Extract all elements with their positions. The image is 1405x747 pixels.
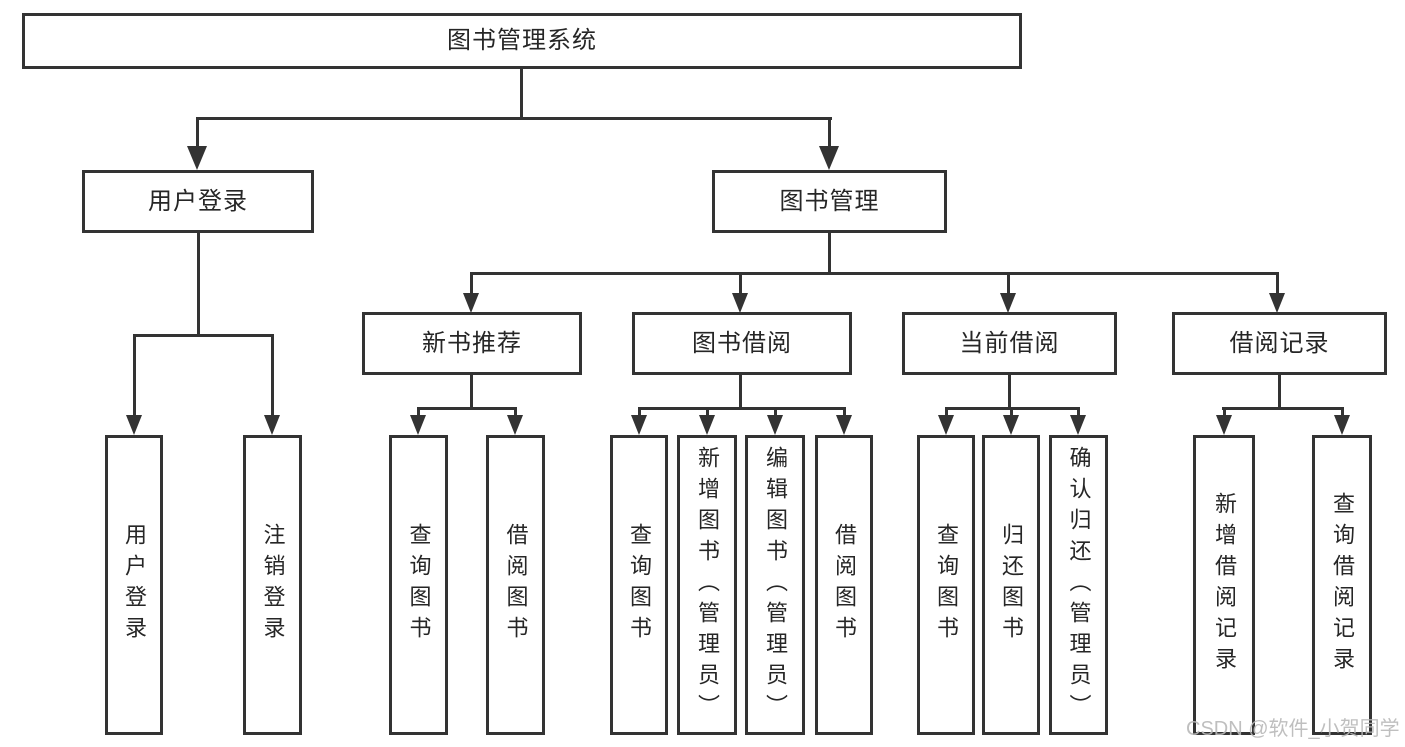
connector-line — [196, 117, 199, 151]
arrowhead-icon — [1070, 415, 1086, 435]
arrowhead-icon — [507, 415, 523, 435]
leaf-query-books-current: 查询图书 — [917, 435, 975, 735]
leaf-borrow-books: 借阅图书 — [815, 435, 873, 735]
arrowhead-icon — [463, 293, 479, 313]
arrowhead-icon — [938, 415, 954, 435]
connector-line — [133, 334, 136, 418]
leaf-return-book: 归还图书 — [982, 435, 1040, 735]
node-borrow-records: 借阅记录 — [1172, 312, 1387, 375]
connector-line — [1007, 272, 1010, 295]
connector-line — [774, 407, 777, 418]
connector-line — [638, 407, 641, 418]
leaf-query-books-newbook: 查询图书 — [389, 435, 448, 735]
connector-line — [197, 233, 200, 336]
arrowhead-icon — [187, 146, 207, 170]
arrowhead-icon — [1216, 415, 1232, 435]
connector-line — [739, 272, 742, 295]
leaf-add-book-admin: 新增图书（管理员） — [677, 435, 737, 735]
csdn-watermark: CSDN @软件_小贺同学 — [1186, 718, 1400, 740]
node-user-login: 用户登录 — [82, 170, 314, 233]
connector-line — [1278, 375, 1281, 409]
leaf-logout: 注销登录 — [243, 435, 302, 735]
node-new-book-recommend: 新书推荐 — [362, 312, 582, 375]
arrowhead-icon — [1000, 293, 1016, 313]
arrowhead-icon — [1334, 415, 1350, 435]
connector-line — [470, 272, 473, 295]
arrowhead-icon — [1269, 293, 1285, 313]
connector-line — [520, 68, 523, 118]
connector-line — [706, 407, 709, 418]
leaf-query-books-borrow: 查询图书 — [610, 435, 668, 735]
connector-line — [1010, 407, 1013, 418]
node-book-borrow-label: 图书借阅 — [692, 329, 792, 357]
arrowhead-icon — [126, 415, 142, 435]
arrowhead-icon — [732, 293, 748, 313]
arrowhead-icon — [819, 146, 839, 170]
arrowhead-icon — [1003, 415, 1019, 435]
node-book-borrow: 图书借阅 — [632, 312, 852, 375]
connector-line — [1223, 407, 1226, 418]
connector-line — [1008, 375, 1011, 409]
connector-line — [133, 334, 274, 337]
connector-line — [1276, 272, 1279, 295]
connector-line — [417, 407, 420, 418]
connector-line — [828, 233, 831, 274]
connector-line — [1341, 407, 1344, 418]
node-book-management-label: 图书管理 — [779, 187, 880, 215]
arrowhead-icon — [836, 415, 852, 435]
connector-line — [271, 334, 274, 418]
node-root: 图书管理系统 — [22, 13, 1022, 69]
connector-line — [470, 272, 1279, 275]
leaf-add-borrow-record: 新增借阅记录 — [1193, 435, 1255, 735]
connector-line — [1222, 407, 1344, 410]
arrowhead-icon — [699, 415, 715, 435]
node-current-borrow: 当前借阅 — [902, 312, 1117, 375]
connector-line — [828, 117, 831, 149]
connector-line — [638, 407, 846, 410]
connector-line — [945, 407, 948, 418]
node-borrow-records-label: 借阅记录 — [1229, 329, 1330, 357]
connector-line — [739, 375, 742, 409]
connector-line — [196, 117, 832, 120]
leaf-user-login: 用户登录 — [105, 435, 163, 735]
connector-line — [417, 407, 517, 410]
node-book-management: 图书管理 — [712, 170, 947, 233]
arrowhead-icon — [410, 415, 426, 435]
leaf-query-borrow-record: 查询借阅记录 — [1312, 435, 1372, 735]
arrowhead-icon — [767, 415, 783, 435]
node-user-login-label: 用户登录 — [148, 187, 248, 215]
leaf-borrow-books-newbook: 借阅图书 — [486, 435, 545, 735]
node-current-borrow-label: 当前借阅 — [959, 329, 1060, 357]
leaf-confirm-return-admin: 确认归还（管理员） — [1049, 435, 1108, 735]
connector-line — [514, 407, 517, 418]
connector-line — [470, 375, 473, 409]
connector-line — [1077, 407, 1080, 418]
connector-line — [843, 407, 846, 418]
leaf-edit-book-admin: 编辑图书（管理员） — [745, 435, 805, 735]
node-root-label: 图书管理系统 — [447, 27, 597, 54]
node-new-book-recommend-label: 新书推荐 — [422, 329, 522, 357]
arrowhead-icon — [264, 415, 280, 435]
arrowhead-icon — [631, 415, 647, 435]
